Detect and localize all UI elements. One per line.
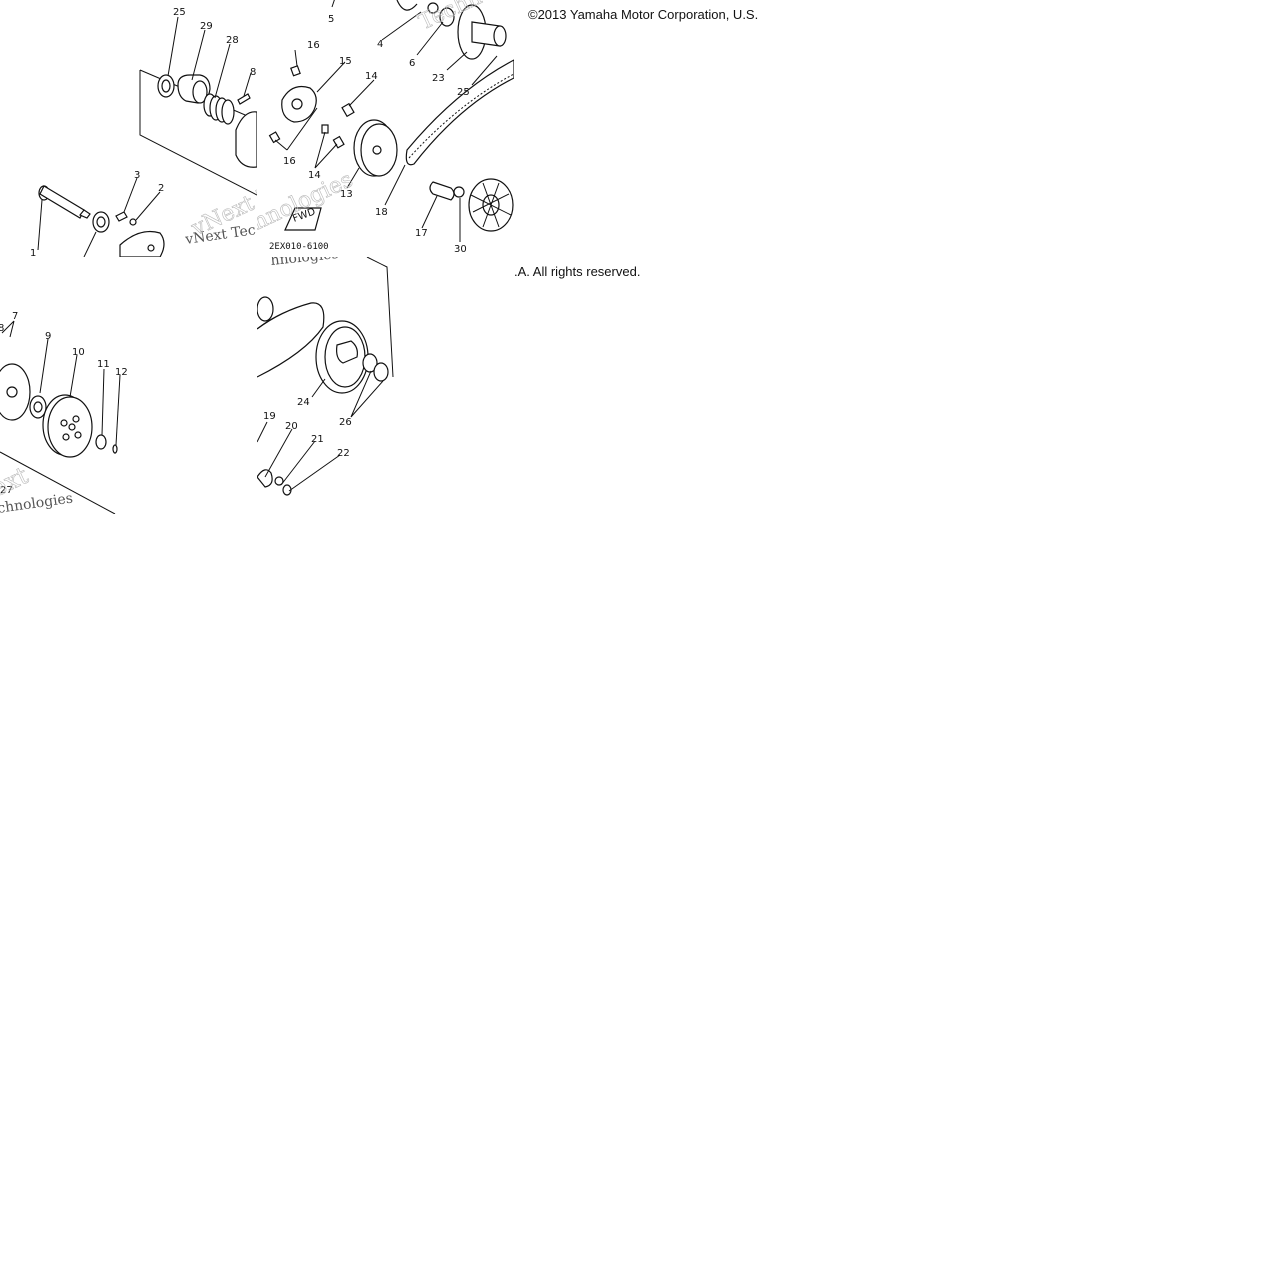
callout-11: 11: [97, 359, 110, 370]
callout-7: 7: [12, 311, 18, 322]
exploded-view-left-lower: 7 8 9 10 11 12 27 ext chnologies: [0, 311, 128, 514]
callout-13: 13: [340, 189, 353, 200]
callout-28: 28: [226, 35, 239, 46]
o-ring: [373, 362, 389, 382]
callout-10: 10: [72, 347, 85, 358]
clutch-drum-part: [42, 394, 93, 458]
callout-20: 20: [285, 421, 298, 432]
callout-2: 2: [158, 183, 164, 194]
callout-1: 1: [30, 248, 36, 257]
callout-9: 9: [45, 331, 51, 342]
callout-4: 4: [377, 39, 383, 50]
callout-30: 30: [454, 244, 467, 255]
callout-26: 26: [339, 417, 352, 428]
callout-25: 25: [173, 7, 186, 18]
primary-sheave-part: [353, 119, 398, 177]
spring-part: [203, 93, 235, 125]
clutch-part: [0, 363, 31, 421]
callout-27: 27: [0, 485, 13, 496]
shaft-part: [38, 185, 91, 219]
secondary-sheave-part: [315, 320, 369, 394]
callout-16b: 16: [283, 156, 296, 167]
callout-6: 6: [409, 58, 415, 69]
callout-14a: 14: [365, 71, 378, 82]
callout-15: 15: [339, 56, 352, 67]
callout-18: 18: [375, 207, 388, 218]
spider-part: [281, 85, 317, 123]
fwd-arrow-icon: FWD: [284, 206, 322, 231]
callout-24: 24: [297, 397, 310, 408]
callout-3: 3: [134, 170, 140, 181]
callout-14b: 14: [308, 170, 321, 181]
callout-22: 22: [337, 448, 350, 459]
exploded-view-right-upper: FWD 5 4 6 23 25 16 15 14 16 14 13 18 17 …: [257, 0, 514, 255]
diagram-tile-top-right: FWD 5 4 6 23 25 16 15 14 16 14 13 18 17 …: [257, 0, 514, 257]
exploded-view-right-lower: 24 26 19 20 21 22 hnologies: [257, 257, 394, 496]
callout-12: 12: [115, 367, 128, 378]
callout-29: 29: [200, 21, 213, 32]
callout-19: 19: [263, 411, 276, 422]
callout-21: 21: [311, 434, 324, 445]
callout-25b: 25: [457, 87, 470, 98]
copyright-line-top: ©2013 Yamaha Motor Corporation, U.S.: [528, 7, 759, 22]
diagram-tile-top-left: 25 29 28 8 3 2 1 vNext Tec vNext Tec: [0, 0, 257, 257]
copyright-line-bottom: .A. All rights reserved.: [514, 264, 641, 279]
watermark-text: hnologies: [270, 257, 340, 269]
figure-code: 2EX010-6100: [269, 242, 329, 252]
o-ring: [362, 353, 378, 373]
callout-16a: 16: [307, 40, 320, 51]
callout-8: 8: [250, 67, 256, 78]
diagram-tile-bottom-right: 24 26 19 20 21 22 hnologies: [257, 257, 514, 514]
callout-17: 17: [415, 228, 428, 239]
exploded-view-left-upper: 25 29 28 8 3 2 1 vNext Tec vNext Tec: [30, 7, 257, 257]
callout-23: 23: [432, 73, 445, 84]
callout-8b: 8: [0, 323, 4, 334]
fan-part: [468, 178, 514, 232]
callout-5: 5: [328, 14, 334, 25]
diagram-tile-bottom-left: 7 8 9 10 11 12 27 ext chnologies: [0, 257, 257, 514]
v-belt: [405, 59, 514, 166]
sheave-part: [457, 4, 507, 60]
